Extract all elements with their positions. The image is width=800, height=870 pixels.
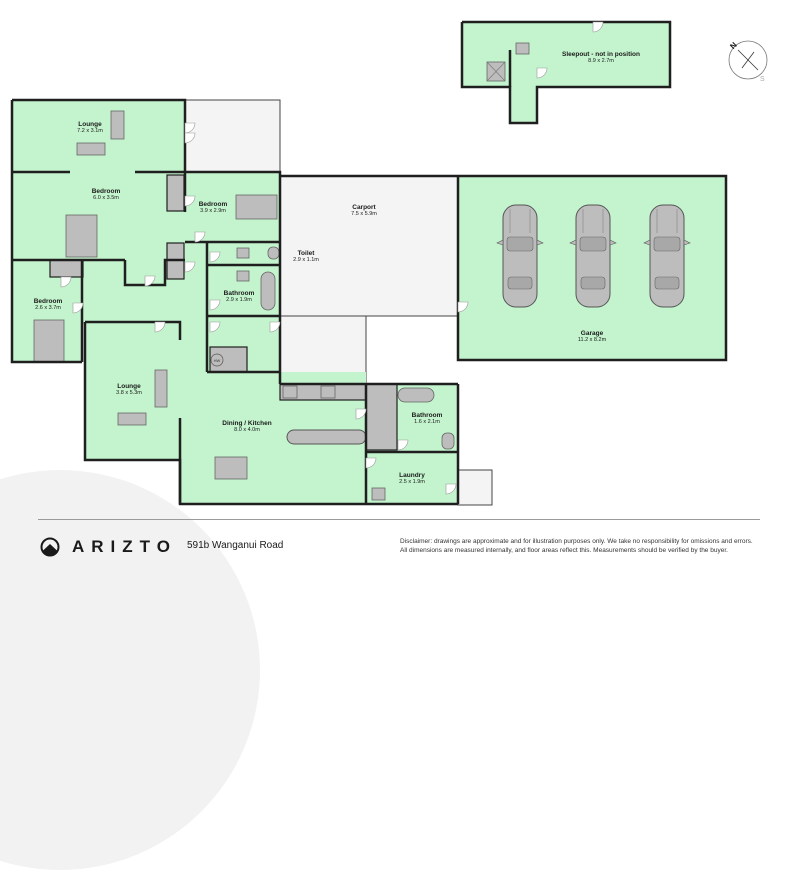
room-dimensions: 11.2 x 8.2m	[577, 337, 607, 344]
compass-south: S	[760, 76, 765, 82]
svg-text:HW: HW	[214, 358, 221, 363]
room-name: Bedroom	[33, 298, 63, 305]
room-dimensions: 1.6 x 2.1m	[414, 419, 440, 426]
room-label-dining-kitchen: Dining / Kitchen 8.0 x 4.0m	[222, 420, 271, 434]
room-name: Carport	[352, 204, 376, 211]
brand-name: ARIZTO	[72, 537, 177, 556]
room-name: Garage	[580, 330, 604, 337]
room-dimensions: 7.2 x 3.1m	[77, 128, 103, 135]
mountain-logo-icon	[40, 537, 60, 557]
room-name: Bedroom	[91, 188, 121, 195]
room-name: Lounge	[78, 121, 102, 128]
room-name: Bathroom	[223, 290, 255, 297]
room-label-lounge-second: Lounge 3.8 x 5.3m	[116, 383, 142, 397]
footer-divider	[38, 519, 760, 520]
room-label-bedroom-mid: Bedroom 3.9 x 2.9m	[199, 201, 228, 215]
room-label-sleepout: Sleepout - not in position 8.9 x 2.7m	[562, 51, 640, 65]
room-label-garage: Garage 11.2 x 8.2m	[578, 330, 606, 344]
room-dimensions: 8.0 x 4.0m	[234, 427, 260, 434]
room-dimensions: 7.5 x 5.9m	[351, 211, 377, 218]
decorative-background-circle	[0, 470, 260, 870]
compass-icon: N S	[728, 40, 768, 82]
room-label-bathroom-small: Bathroom 1.6 x 2.1m	[412, 412, 443, 426]
room-dimensions: 6.0 x 3.5m	[93, 195, 119, 202]
carport-area	[279, 175, 459, 317]
room-label-toilet: Toilet 2.9 x 1.1m	[293, 250, 319, 264]
room-label-carport: Carport 7.5 x 5.9m	[351, 204, 377, 218]
room-dimensions: 3.8 x 5.3m	[116, 390, 142, 397]
room-name: Sleepout - not in position	[562, 51, 640, 58]
property-address: 591b Wanganui Road	[187, 540, 284, 551]
room-dimensions: 3.9 x 2.9m	[200, 208, 226, 215]
room-name: Bathroom	[411, 412, 443, 419]
room-label-bedroom-large: Bedroom 6.0 x 3.5m	[92, 188, 121, 202]
brand-logo: ARIZTO	[40, 537, 177, 557]
outdoor-area-north	[184, 99, 281, 173]
room-label-laundry: Laundry 2.5 x 1.9m	[399, 472, 425, 486]
disclaimer-line-1: Disclaimer: drawings are approximate and…	[400, 538, 753, 545]
room-name: Dining / Kitchen	[222, 420, 272, 427]
floor-plan: HW	[10, 20, 728, 506]
room-name: Laundry	[399, 472, 425, 479]
room-dimensions: 2.9 x 1.1m	[293, 257, 319, 264]
room-dimensions: 2.6 x 3.7m	[35, 305, 61, 312]
room-name: Toilet	[297, 250, 315, 257]
laundry-porch	[457, 469, 493, 506]
room-name: Lounge	[117, 383, 141, 390]
compass-north: N	[728, 40, 739, 51]
room-dimensions: 8.9 x 2.7m	[588, 58, 614, 65]
disclaimer-line-2: All dimensions are measured internally, …	[400, 546, 728, 554]
room-dimensions: 2.5 x 1.9m	[399, 479, 425, 486]
room-label-lounge-main: Lounge 7.2 x 3.1m	[77, 121, 103, 135]
room-label-bathroom-main: Bathroom 2.9 x 1.9m	[224, 290, 255, 304]
room-label-bedroom-small: Bedroom 2.6 x 3.7m	[34, 298, 63, 312]
disclaimer: Disclaimer: drawings are approximate and…	[400, 538, 780, 556]
room-dimensions: 2.9 x 1.9m	[226, 297, 252, 304]
room-name: Bedroom	[198, 201, 228, 208]
